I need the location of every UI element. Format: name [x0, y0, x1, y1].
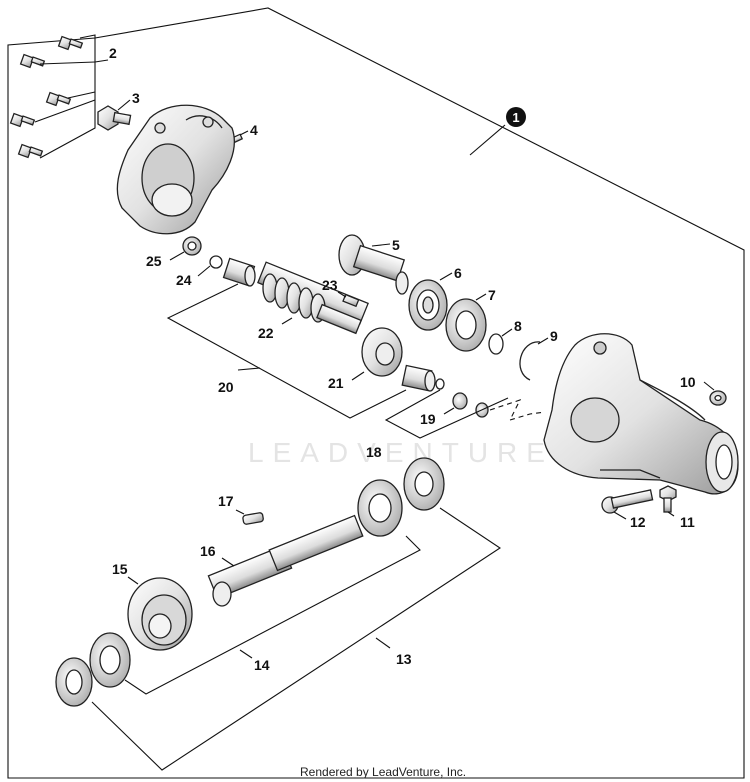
- bushing-2: [401, 364, 436, 392]
- group-lines-18: [384, 389, 509, 439]
- bolt-3: [97, 99, 132, 131]
- callout-10: 10: [680, 374, 696, 390]
- circlip-9: [519, 337, 549, 381]
- callout-19: 19: [420, 411, 436, 427]
- callout-14: 14: [254, 657, 270, 673]
- assembly-leader: [469, 124, 506, 156]
- watermark-text: LEADVENTURE: [248, 437, 554, 468]
- callout-9: 9: [550, 328, 558, 344]
- bolt-12: [601, 489, 654, 520]
- washer-8: [488, 328, 513, 355]
- assembly-number: 1: [512, 110, 519, 125]
- washers-19: [435, 378, 546, 421]
- ball-bearing-lower-2: [55, 657, 93, 707]
- ball-bearing-lower-1: [89, 632, 131, 688]
- pinion-gear-5: [338, 234, 409, 295]
- gear-case-cover: [116, 104, 235, 235]
- group-lines-14: [124, 535, 421, 695]
- ball-bearing-upper-1: [357, 479, 403, 537]
- callout-22: 22: [258, 325, 274, 341]
- bushing: [222, 257, 256, 287]
- callout-24: 24: [176, 272, 192, 288]
- ball-bearing-6: [408, 272, 453, 331]
- callout-23: 23: [322, 277, 338, 293]
- callout-5: 5: [392, 237, 400, 253]
- callout-16: 16: [200, 543, 216, 559]
- screw-11: [659, 485, 677, 517]
- callout-6: 6: [454, 265, 462, 281]
- callout-13: 13: [396, 651, 412, 667]
- callout-15: 15: [112, 561, 128, 577]
- washer-10: [703, 381, 727, 406]
- group-lines-20: [166, 283, 407, 419]
- oil-seal-25: [169, 236, 202, 261]
- callout-25: 25: [146, 253, 162, 269]
- ring-24: [197, 255, 223, 277]
- callout-17: 17: [218, 493, 234, 509]
- gear-15: [127, 576, 193, 651]
- callout-3: 3: [132, 90, 140, 106]
- ball-bearing-7: [445, 293, 487, 352]
- key-23: [337, 291, 360, 308]
- worm-shaft-22: [257, 261, 369, 335]
- output-shaft-16: [207, 514, 364, 607]
- gear-21: [351, 327, 403, 381]
- group-lines-13: [91, 507, 501, 771]
- key-17: [235, 509, 264, 525]
- watermark: LEADVENTURE: [248, 437, 554, 468]
- footer-credit: Rendered by LeadVenture, Inc.: [300, 765, 466, 779]
- screw-set-2: [9, 34, 109, 159]
- callout-21: 21: [328, 375, 344, 391]
- callout-11: 11: [680, 514, 695, 530]
- callout-2: 2: [109, 45, 117, 61]
- callout-8: 8: [514, 318, 522, 334]
- assembly-badge: [506, 107, 526, 127]
- callout-7: 7: [488, 287, 496, 303]
- callout-20: 20: [218, 379, 234, 395]
- ball-bearing-upper-2: [403, 457, 445, 511]
- assembly-callout: 1: [469, 107, 526, 156]
- callout-labels: 2 3 4 5 6 7 8 9 10 11 12 13 14 15 16 17 …: [109, 45, 696, 673]
- kit-outline: [7, 7, 745, 779]
- callout-12: 12: [630, 514, 646, 530]
- callout-4: 4: [250, 122, 258, 138]
- callout-18: 18: [366, 444, 382, 460]
- gear-housing: [543, 333, 739, 495]
